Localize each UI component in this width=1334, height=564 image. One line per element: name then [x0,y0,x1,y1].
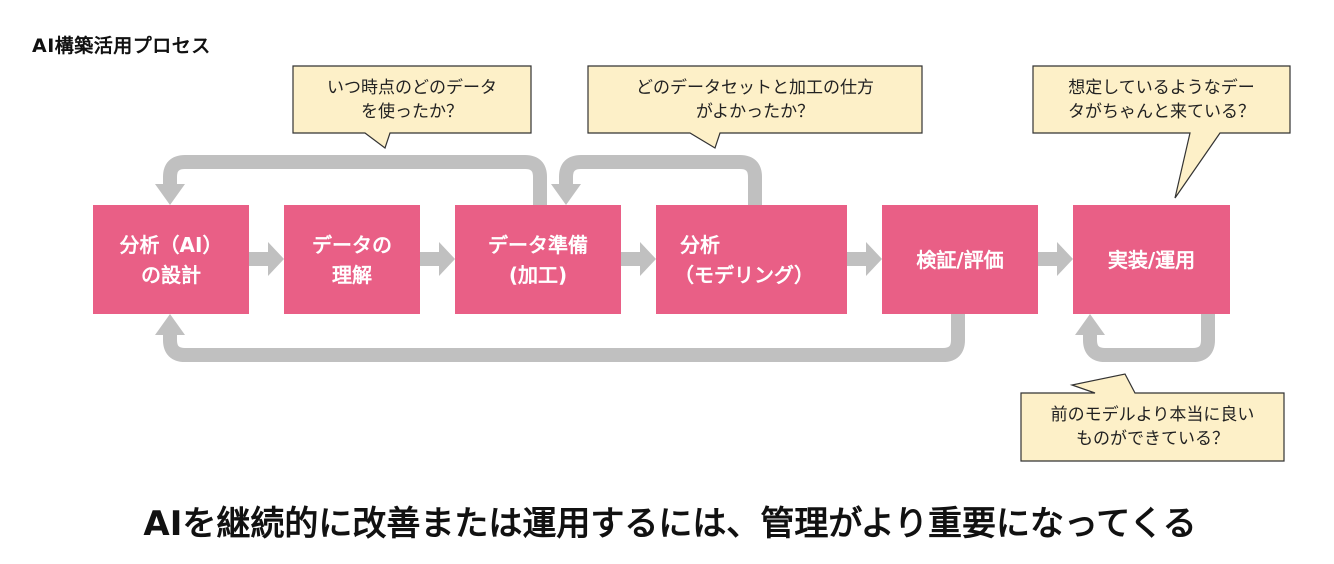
step-modeling-line2: （モデリング） [674,262,814,287]
loop-head-design-bottom [155,314,185,335]
step-data-preparation-line2: (加工) [508,262,568,287]
step-deployment: 実装/運用 [1073,205,1230,314]
loop-head-deploy-bottom [1075,314,1105,335]
step-evaluation-label: 検証/評価 [916,247,1004,272]
step-modeling-line1: 分析 [680,232,720,257]
callout-3: 想定しているようなデー タがちゃんと来ている？ [1033,66,1290,133]
forward-arrow-1 [249,242,284,276]
loop-head-prep-top [551,184,581,205]
callout-balloon-4 [1020,373,1285,462]
forward-arrow-4 [847,242,882,276]
callout-4-line2: ものができている？ [1076,429,1229,449]
step-evaluation: 検証/評価 [882,205,1038,314]
callout-3-line1: 想定しているようなデー [1068,77,1255,98]
callout-2: どのデータセットと加工の仕方 がよかったか？ [588,66,922,133]
diagram-title: AI構築活用プロセス [32,35,211,57]
callout-balloon-3 [1032,65,1291,199]
callout-1-line2: を使ったか？ [361,101,463,122]
step-data-preparation-line1: データ準備 [488,232,588,257]
footer-message: AIを継続的に改善または運用するには、管理がより重要になってくる [143,504,1197,544]
forward-arrow-3 [621,242,656,276]
step-data-preparation: データ準備 (加工) [455,205,621,314]
callout-balloon-1 [292,65,532,149]
step-data-understanding-line1: データの [312,232,392,257]
forward-arrow-5 [1038,242,1073,276]
loop-eval-to-design [163,314,965,362]
step-ai-design-line2: の設計 [141,262,201,287]
step-modeling: 分析 （モデリング） [656,205,847,314]
loop-head-design-top [155,184,185,205]
callout-2-line1: どのデータセットと加工の仕方 [636,77,874,98]
step-data-understanding-line2: 理解 [332,262,372,287]
callout-4: 前のモデルより本当に良い ものができている？ [1021,393,1284,461]
step-ai-design: 分析（AI） の設計 [93,205,249,314]
loop-modeling-to-prep [559,155,762,205]
step-deployment-label: 実装/運用 [1107,247,1196,272]
step-ai-design-line1: 分析（AI） [119,232,223,257]
loop-deploy-self [1083,314,1215,362]
callout-1: いつ時点のどのデータ を使ったか？ [293,66,531,133]
callout-balloon-2 [587,65,923,149]
callout-1-line1: いつ時点のどのデータ [327,77,497,98]
callout-4-line1: 前のモデルより本当に良い [1050,405,1255,425]
callout-3-line2: タがちゃんと来ている？ [1068,101,1255,122]
step-data-understanding: データの 理解 [284,205,420,314]
forward-arrow-2 [420,242,455,276]
loop-prep-to-design [163,155,547,205]
callout-2-line2: がよかったか？ [695,101,815,122]
